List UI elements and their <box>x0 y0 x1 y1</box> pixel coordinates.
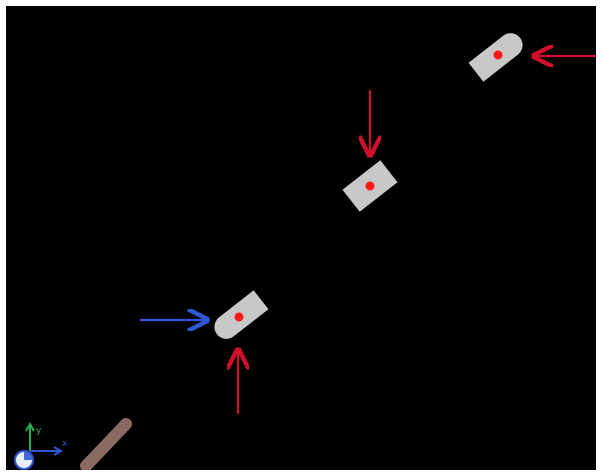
axis-indicator: y x <box>14 421 68 470</box>
x-axis-head-icon <box>53 446 64 456</box>
simulation-viewport: y x <box>6 6 596 470</box>
y-axis-label: y <box>36 426 42 436</box>
simulation-canvas: y x <box>14 28 596 470</box>
upper-capsule[interactable] <box>468 28 528 82</box>
lower-capsule[interactable] <box>210 290 269 343</box>
middle-rectangle[interactable] <box>342 160 398 212</box>
middle-rectangle-center-marker <box>365 181 375 191</box>
upper-capsule-center-marker <box>493 50 503 60</box>
lower-capsule-center-marker <box>234 312 244 322</box>
y-axis-head-icon <box>25 421 35 432</box>
x-axis-label: x <box>62 439 68 449</box>
ground-segment <box>80 418 132 470</box>
